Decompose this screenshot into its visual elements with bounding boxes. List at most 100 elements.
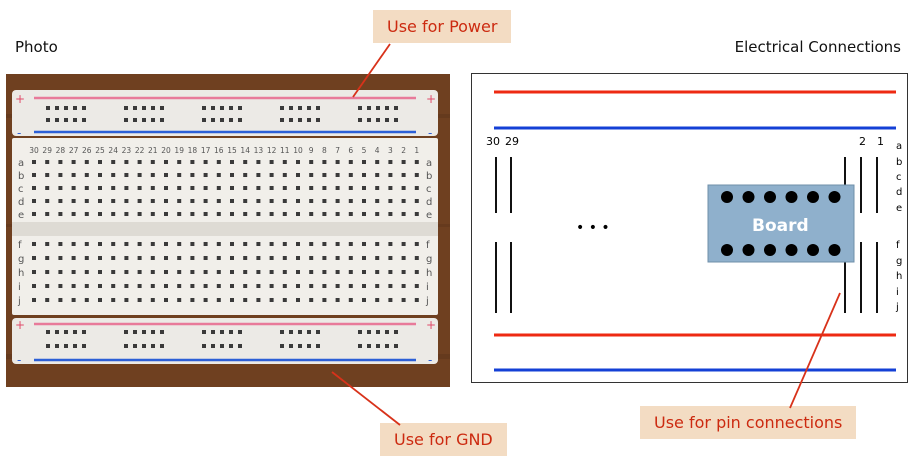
column-number: 30 [29, 146, 39, 155]
column-number: 21 [148, 146, 158, 155]
terminal-hole [296, 256, 300, 260]
board-pin [721, 244, 733, 256]
power-rail-hole [376, 344, 380, 348]
minus-sign: - [428, 353, 432, 367]
column-number: 25 [95, 146, 105, 155]
terminal-hole [71, 270, 76, 274]
terminal-hole [84, 212, 89, 216]
terminal-hole [335, 160, 340, 164]
terminal-hole [58, 199, 63, 203]
terminal-hole [98, 256, 102, 260]
terminal-hole [348, 270, 353, 274]
board-pin [807, 244, 819, 256]
row-label: d [896, 187, 902, 198]
row-label: f [896, 240, 900, 251]
terminal-hole [348, 199, 353, 203]
terminal-hole [269, 242, 274, 246]
terminal-hole [98, 242, 102, 246]
terminal-hole [98, 186, 102, 190]
terminal-hole [58, 212, 63, 216]
board-pin [785, 191, 798, 203]
terminal-hole [309, 199, 314, 203]
terminal-hole [348, 212, 353, 216]
terminal-hole [414, 270, 419, 274]
terminal-hole [164, 298, 168, 302]
board-pin [764, 244, 776, 256]
row-letter: b [426, 171, 432, 182]
power-rail-hole [220, 118, 224, 122]
terminal-hole [401, 199, 406, 203]
terminal-hole [309, 270, 314, 274]
terminal-hole [124, 270, 129, 274]
board-pin [742, 244, 755, 256]
terminal-hole [296, 199, 300, 203]
terminal-hole [414, 284, 419, 288]
power-rail-hole [160, 344, 164, 348]
terminal-hole [190, 256, 195, 260]
row-letter: c [426, 184, 432, 195]
power-rail-hole [46, 118, 50, 122]
row-letter: a [426, 158, 432, 169]
terminal-hole [230, 256, 234, 260]
terminal-hole [58, 284, 63, 288]
terminal-hole [190, 186, 195, 190]
terminal-hole [401, 284, 406, 288]
terminal-hole [124, 256, 129, 260]
terminal-hole [401, 298, 406, 302]
power-rail-hole [289, 118, 293, 122]
terminal-hole [362, 186, 366, 190]
bottom-power-strip [12, 318, 438, 364]
terminal-hole [230, 160, 234, 164]
plus-sign: + [426, 318, 436, 332]
power-rail-hole [307, 106, 311, 110]
row-letter: g [18, 254, 24, 265]
terminal-hole [71, 298, 76, 302]
terminal-hole [322, 256, 327, 260]
terminal-hole [269, 298, 274, 302]
terminal-hole [362, 212, 366, 216]
plus-sign: + [15, 92, 25, 106]
power-rail-hole [82, 330, 86, 334]
terminal-hole [256, 256, 261, 260]
terminal-hole [203, 242, 208, 246]
terminal-hole [150, 199, 155, 203]
power-rail-hole [238, 118, 242, 122]
terminal-hole [32, 173, 36, 177]
terminal-hole [388, 284, 393, 288]
terminal-hole [203, 212, 208, 216]
power-rail-hole [55, 118, 59, 122]
label-col-30: 30 [486, 135, 500, 148]
terminal-hole [230, 173, 234, 177]
column-number: 11 [280, 146, 290, 155]
power-rail-hole [376, 118, 380, 122]
row-label: a [896, 141, 902, 152]
terminal-hole [203, 173, 208, 177]
terminal-hole [111, 270, 116, 274]
terminal-hole [164, 173, 168, 177]
power-rail-hole [55, 344, 59, 348]
board-pin [828, 244, 841, 256]
power-rail-hole [298, 344, 302, 348]
terminal-hole [375, 270, 380, 274]
terminal-hole [230, 212, 234, 216]
terminal-hole [164, 199, 168, 203]
power-rail-hole [211, 344, 215, 348]
power-rail-hole [64, 118, 68, 122]
terminal-hole [388, 173, 393, 177]
power-rail-hole [238, 344, 242, 348]
terminal-hole [375, 160, 380, 164]
terminal-hole [216, 298, 221, 302]
terminal-hole [348, 242, 353, 246]
terminal-hole [32, 160, 36, 164]
terminal-hole [124, 199, 129, 203]
terminal-hole [150, 256, 155, 260]
terminal-hole [111, 173, 116, 177]
terminal-hole [45, 298, 50, 302]
power-rail-hole [160, 330, 164, 334]
terminal-hole [401, 212, 406, 216]
terminal-hole [177, 160, 182, 164]
terminal-hole [230, 270, 234, 274]
terminal-hole [190, 242, 195, 246]
